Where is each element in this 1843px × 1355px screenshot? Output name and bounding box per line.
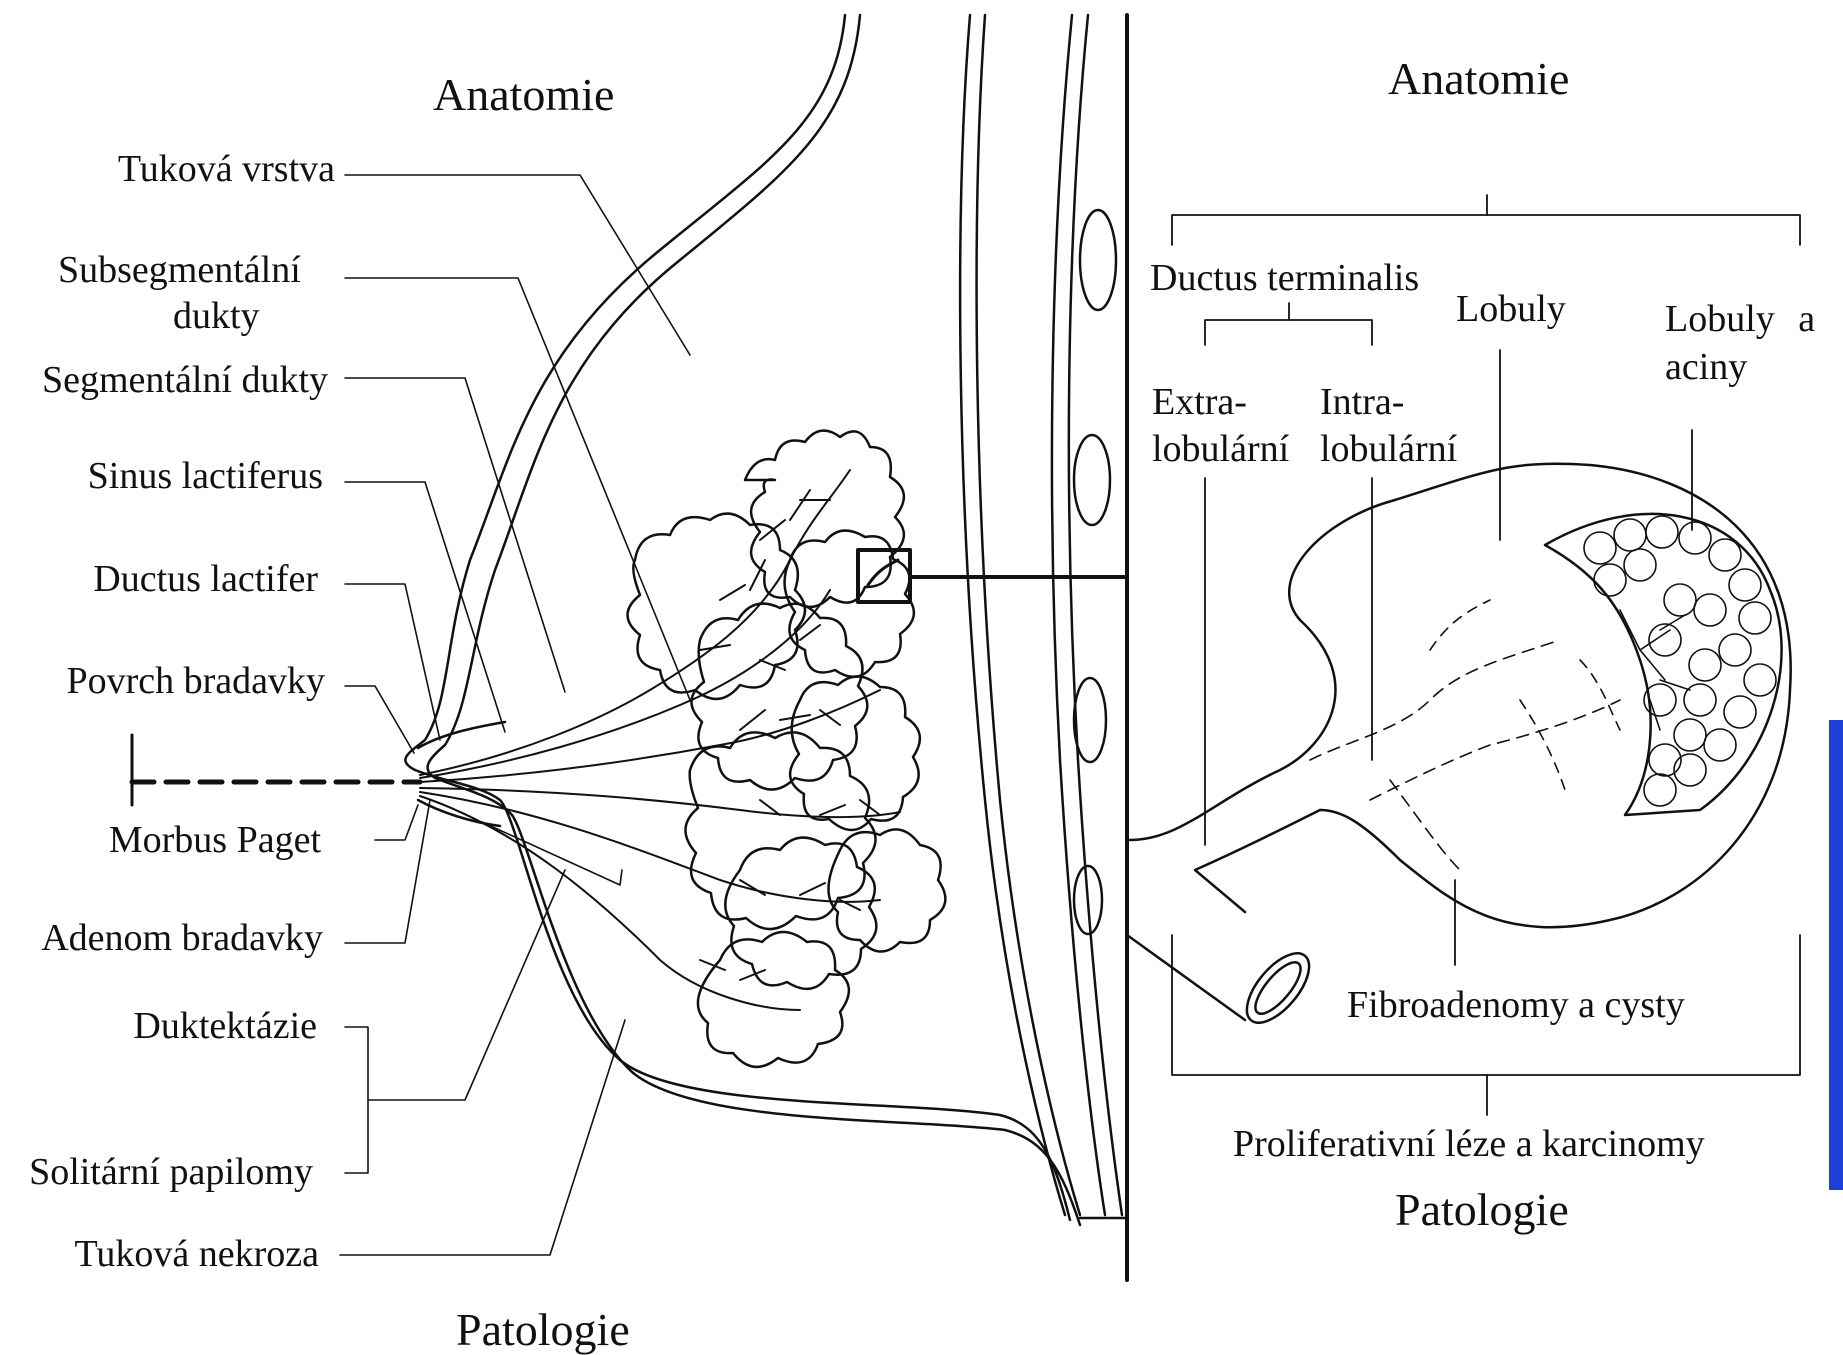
- label-subsegmental-line2: dukty: [173, 294, 260, 339]
- label-proliferative: Proliferativní léze a karcinomy: [1233, 1122, 1705, 1167]
- label-morbus-paget: Morbus Paget: [109, 818, 321, 863]
- zoom-indicator: [858, 550, 1127, 602]
- label-ductectasia: Duktektázie: [133, 1004, 317, 1049]
- tdlu-drawing: [1127, 464, 1791, 1033]
- label-lobules-acini-line1: Lobuly a: [1665, 297, 1815, 342]
- breast-outline: [405, 15, 1080, 1225]
- label-extra-line1: Extra-: [1152, 380, 1247, 425]
- label-solitary-papillomas: Solitární papilomy: [29, 1150, 313, 1195]
- edge-accent-bar: [1829, 720, 1843, 1190]
- label-subsegmental-line1: Subsegmentální: [58, 248, 301, 293]
- left-header: Anatomie: [433, 68, 614, 122]
- label-fat-layer: Tuková vrstva: [118, 147, 335, 192]
- label-fibroadenoma: Fibroadenomy a cysty: [1347, 983, 1685, 1028]
- left-leader-lines: [340, 175, 690, 1255]
- label-segmental-ducts: Segmentální dukty: [42, 358, 328, 403]
- chest-wall: [960, 15, 1127, 1280]
- label-nipple-surface: Povrch bradavky: [66, 659, 325, 704]
- ducts: [420, 470, 900, 1010]
- label-lobules-acini-line2: aciny: [1665, 345, 1747, 390]
- right-footer: Patologie: [1395, 1183, 1569, 1237]
- paget-marker: [132, 735, 420, 805]
- label-ductus-terminalis: Ductus terminalis: [1150, 256, 1419, 301]
- label-sinus-lactiferus: Sinus lactiferus: [88, 454, 323, 499]
- left-footer: Patologie: [456, 1303, 630, 1355]
- label-extra-line2: lobulární: [1152, 427, 1289, 472]
- label-intra-line1: Intra-: [1320, 380, 1404, 425]
- right-header: Anatomie: [1388, 52, 1569, 106]
- label-fat-necrosis: Tuková nekroza: [75, 1232, 320, 1277]
- label-intra-line2: lobulární: [1320, 427, 1457, 472]
- label-ductus-lactifer: Ductus lactifer: [93, 557, 318, 602]
- label-lobules: Lobuly: [1456, 287, 1566, 332]
- label-nipple-adenoma: Adenom bradavky: [41, 916, 323, 961]
